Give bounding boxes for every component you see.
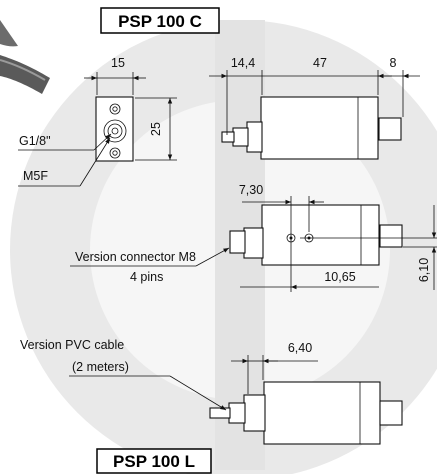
title-top-box: PSP 100 C <box>100 7 220 34</box>
side-dim-3: 8 <box>390 56 397 70</box>
m8-label-line1: Version connector M8 <box>75 250 196 264</box>
m8-dim-1: 7,30 <box>239 183 263 197</box>
cable-view: 6,40 Version PVC cable (2 meters) <box>20 338 403 445</box>
title-top: PSP 100 C <box>118 12 202 31</box>
side-dim-1: 14,4 <box>231 56 255 70</box>
side-dim-2: 47 <box>313 56 327 70</box>
cable-label-line1: Version PVC cable <box>20 338 124 352</box>
m8-dim-2: 10,65 <box>324 270 355 284</box>
front-width-dim: 15 <box>111 56 125 70</box>
cable-label-line2: (2 meters) <box>72 360 129 374</box>
thread-label: G1/8" <box>19 134 51 148</box>
cable-photo-fragment <box>0 20 50 94</box>
m8-view: 7,30 10,65 6,10 Version connector M8 4 p… <box>70 183 437 292</box>
m8-label-line2: 4 pins <box>130 270 163 284</box>
m8-dim-3: 6,10 <box>417 258 431 282</box>
cable-dim-1: 6,40 <box>288 341 312 355</box>
front-view: 15 25 G1/8" M5F <box>18 56 177 187</box>
front-height-dim: 25 <box>149 122 163 136</box>
title-bottom-box: PSP 100 L <box>96 448 212 474</box>
side-view: 14,4 47 8 <box>209 56 420 160</box>
title-bottom: PSP 100 L <box>113 452 195 471</box>
nut-label: M5F <box>23 169 48 183</box>
